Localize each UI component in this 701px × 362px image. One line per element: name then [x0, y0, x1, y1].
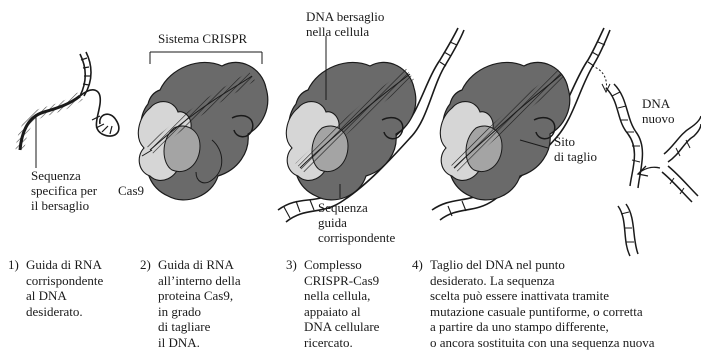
caption-4-body: Taglio del DNA nel punto desiderato. La …: [430, 257, 655, 350]
label-sistema-crispr: Sistema CRISPR: [158, 31, 247, 46]
label-dna-bersaglio-line2: nella cellula: [306, 24, 384, 39]
caption-4-line: scelta può essere inattivata tramite: [430, 288, 655, 304]
caption-4-line: Taglio del DNA nel punto: [430, 257, 655, 273]
label-dna-nuovo: DNA nuovo: [642, 96, 675, 126]
caption-4-line: a partire da uno stampo differente,: [430, 319, 655, 335]
label-sequenza-guida-line2: guida: [318, 215, 395, 230]
caption-4-line: mutazione casuale puntiforme, o corretta: [430, 304, 655, 320]
label-sito-line1: Sito: [554, 134, 597, 149]
label-sequenza-guida-line3: corrispondente: [318, 230, 395, 245]
label-sito-di-taglio: Sito di taglio: [554, 134, 597, 164]
caption-1-body: Guida di RNA corrispondente al DNA desid…: [26, 257, 103, 319]
cut-dna-fragments: [592, 66, 642, 256]
cas9-protein-panel3: [286, 36, 415, 200]
label-dna-bersaglio-line1: DNA bersaglio: [306, 9, 384, 24]
caption-3-line: CRISPR-Cas9: [304, 273, 379, 289]
label-sequenza-specifica-line3: il bersaglio: [31, 198, 97, 213]
caption-3-number: 3): [286, 257, 297, 273]
caption-3-line: ricercato.: [304, 335, 379, 351]
caption-3-body: Complesso CRISPR-Cas9 nella cellula, app…: [304, 257, 379, 350]
label-dna-bersaglio: DNA bersaglio nella cellula: [306, 9, 384, 39]
label-sequenza-guida: Sequenza guida corrispondente: [318, 200, 395, 245]
cas9-protein-panel4: [440, 62, 569, 200]
label-dna-nuovo-line2: nuovo: [642, 111, 675, 126]
caption-2-line: in grado: [158, 304, 241, 320]
label-sequenza-specifica-line2: specifica per: [31, 183, 97, 198]
caption-2-line: Guida di RNA: [158, 257, 241, 273]
caption-4-line: desiderato. La sequenza: [430, 273, 655, 289]
caption-1-number: 1): [8, 257, 19, 273]
caption-2-number: 2): [140, 257, 151, 273]
caption-2-line: il DNA.: [158, 335, 241, 351]
new-dna-helix: [638, 116, 701, 202]
caption-1-line: Guida di RNA: [26, 257, 103, 273]
label-sito-line2: di taglio: [554, 149, 597, 164]
caption-2-line: all’interno della: [158, 273, 241, 289]
label-cas9: Cas9: [118, 183, 144, 198]
label-dna-nuovo-line1: DNA: [642, 96, 675, 111]
caption-2-line: di tagliare: [158, 319, 241, 335]
caption-1-line: al DNA: [26, 288, 103, 304]
caption-3-line: nella cellula,: [304, 288, 379, 304]
guide-rna-panel1: [20, 52, 119, 168]
label-sequenza-specifica-line1: Sequenza: [31, 168, 97, 183]
caption-4-line: o ancora sostituita con una sequenza nuo…: [430, 335, 655, 351]
label-sequenza-guida-line1: Sequenza: [318, 200, 395, 215]
caption-2-line: proteina Cas9,: [158, 288, 241, 304]
label-sequenza-specifica: Sequenza specifica per il bersaglio: [31, 168, 97, 213]
caption-2-body: Guida di RNA all’interno della proteina …: [158, 257, 241, 350]
caption-4-number: 4): [412, 257, 423, 273]
caption-1-line: corrispondente: [26, 273, 103, 289]
cas9-protein-panel2: [138, 52, 267, 200]
caption-3-line: appaiato al: [304, 304, 379, 320]
caption-1-line: desiderato.: [26, 304, 103, 320]
caption-3-line: Complesso: [304, 257, 379, 273]
caption-3-line: DNA cellulare: [304, 319, 379, 335]
